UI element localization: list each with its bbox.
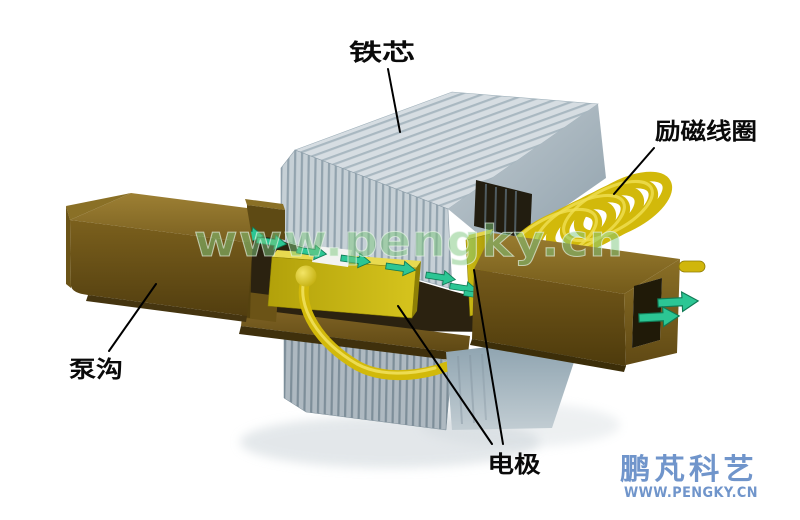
electrode-wire: [295, 265, 454, 381]
label-excitation-coil: 励磁线圈: [655, 118, 757, 145]
pump-duct-left: [66, 193, 253, 322]
watermark-text: www.pengky.cn: [194, 216, 624, 267]
duct-right-top-face: [474, 233, 680, 294]
annotations: 铁芯 励磁线圈 泵沟 电极: [69, 39, 757, 478]
duct-left-cap: [66, 193, 131, 220]
duct-left-bottom-edge: [86, 295, 247, 322]
duct-left-top-face: [70, 193, 253, 243]
leader-line-electrode-front: [397, 305, 493, 445]
iron-core-top: [280, 91, 606, 290]
duct-left-front-face: [70, 220, 253, 316]
duct-left-edge: [66, 206, 71, 288]
label-electrode: 电极: [488, 452, 541, 478]
duct-right-front-face: [472, 269, 626, 366]
duct-far-wall-top: [245, 199, 285, 210]
leader-line-pump-duct: [108, 283, 157, 352]
logo: 鹏芃科艺 WWW.PENGKY.CN: [620, 452, 758, 501]
label-iron-core: 铁芯: [349, 39, 415, 66]
core-back-limb-face: [446, 338, 576, 430]
wire-elbow: [295, 265, 317, 287]
leader-line-iron-core: [387, 68, 401, 133]
leader-line-electrode-rear: [473, 269, 504, 445]
logo-url: WWW.PENGKY.CN: [624, 485, 758, 501]
coil-lead-stub: [678, 260, 706, 273]
core-window: [474, 180, 532, 240]
duct-open-end-rim: [624, 259, 680, 365]
label-pump-duct: 泵沟: [69, 356, 123, 383]
leader-line-excitation-coil: [613, 147, 655, 195]
logo-title: 鹏芃科艺: [620, 452, 758, 486]
duct-right-bottom-edge: [470, 339, 626, 372]
